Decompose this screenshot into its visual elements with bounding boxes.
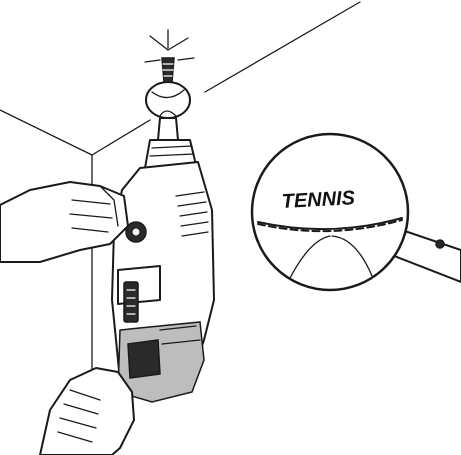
tennis-ball-label: TENNIS <box>281 187 356 213</box>
lower-gloved-hand-icon <box>40 368 134 455</box>
gloved-hand-icon <box>0 182 128 262</box>
power-drill-icon <box>112 162 214 402</box>
impact-burst-icon <box>145 30 194 62</box>
drill-bit <box>162 58 174 82</box>
drill-chuck <box>145 118 196 168</box>
tennis-ball-icon <box>146 82 190 118</box>
